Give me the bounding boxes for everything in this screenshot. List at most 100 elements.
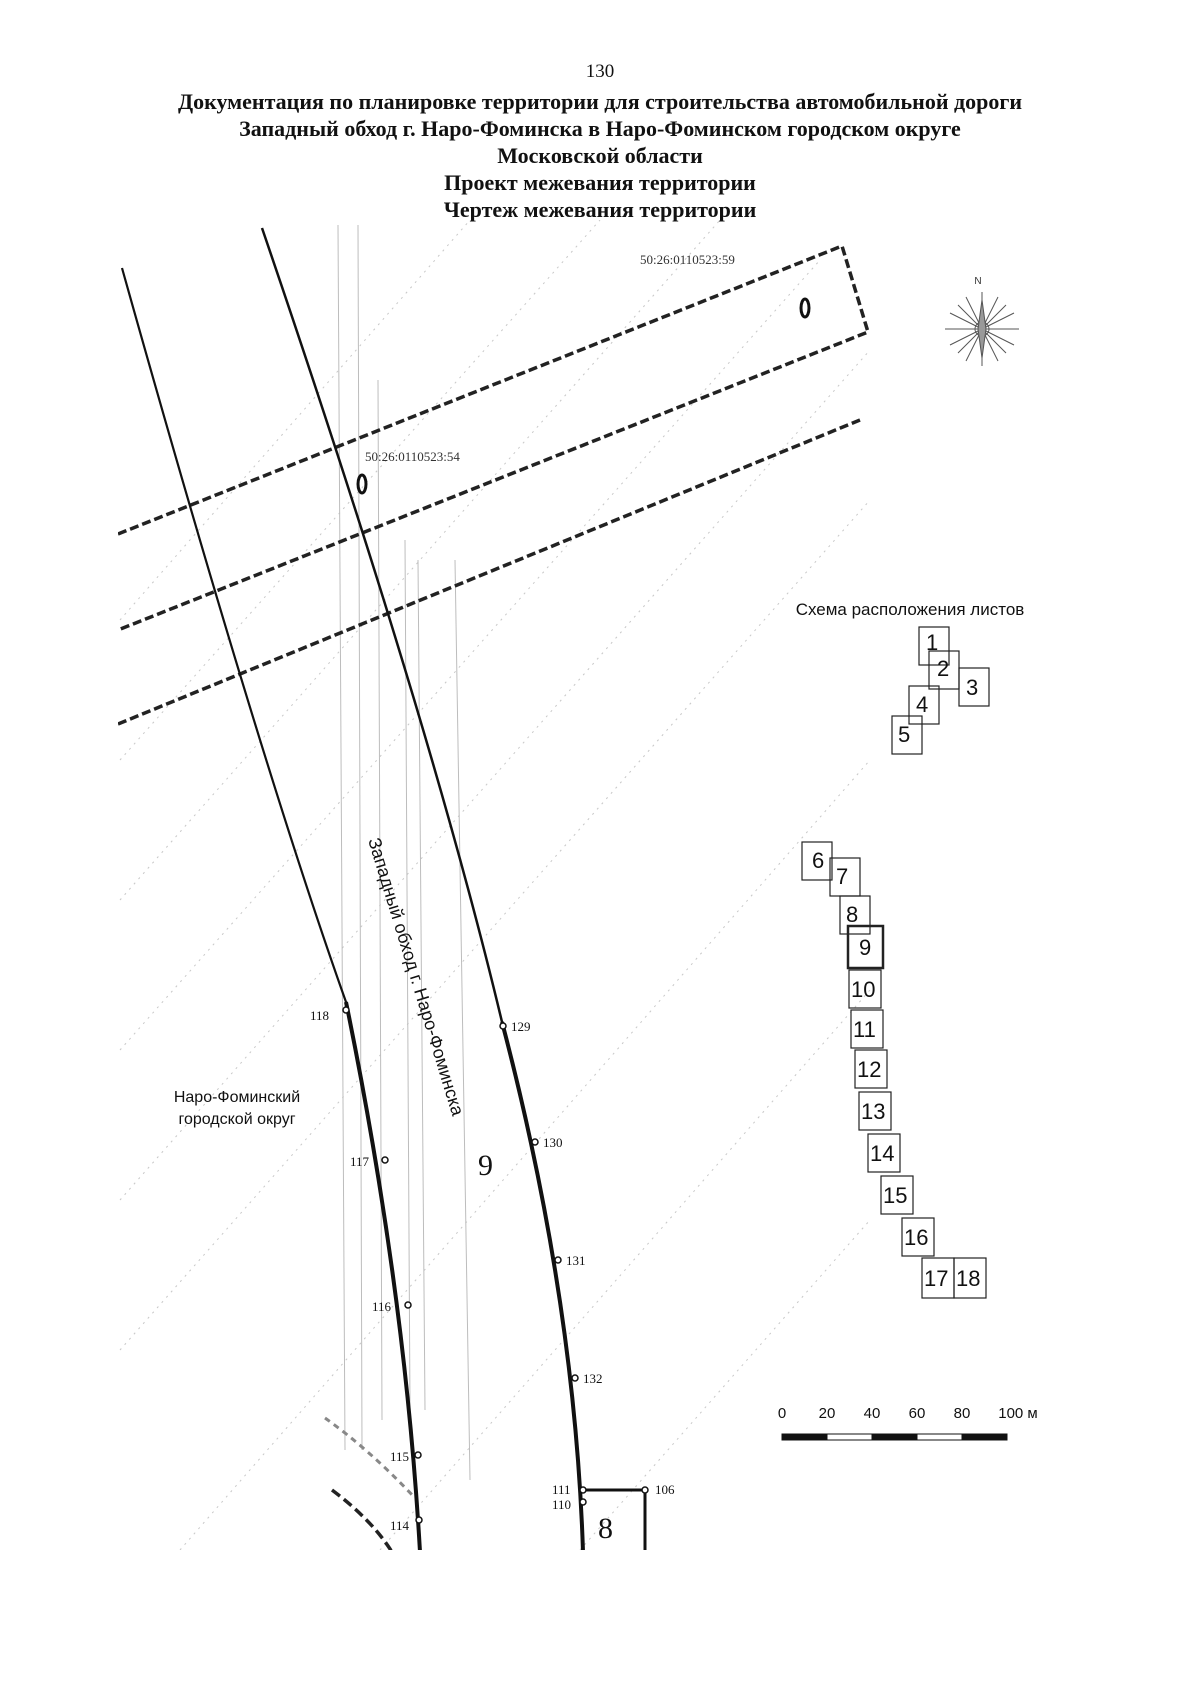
scale-bar-labels: 0 20 40 60 80 100 м: [778, 1405, 1038, 1422]
title-line-3: Московской области: [497, 143, 703, 168]
point-label: 106: [655, 1482, 675, 1497]
sheet-5: [891, 715, 923, 755]
parcel-north-marker: [799, 297, 811, 319]
background-hatching: [119, 220, 871, 1550]
sheet-8-boundary: [583, 1488, 647, 1550]
adjacent-sheet-number: 8: [598, 1512, 613, 1545]
point-label: 130: [543, 1135, 563, 1150]
title-line-5: Чертеж межевания территории: [443, 197, 757, 222]
corridor-guide-lines: [337, 224, 471, 1481]
title-line-1: Документация по планировке территории дл…: [177, 89, 1023, 114]
sheet-14: [867, 1133, 901, 1173]
sheet-number: 16: [904, 1225, 928, 1250]
scale-label: 100 м: [998, 1405, 1038, 1422]
scale-bar: [781, 1433, 1008, 1441]
current-sheet-number: 9: [478, 1149, 493, 1182]
point-label: 114: [390, 1518, 410, 1533]
left-boundary-points: 118 117 116 115 114: [310, 1006, 423, 1533]
boundary-point: [414, 1451, 422, 1459]
point-label: 131: [566, 1253, 586, 1268]
scale-label: 20: [819, 1405, 836, 1422]
right-outer-line: [260, 227, 585, 1550]
parcel-south-label: 50:26:0110523:54: [365, 449, 460, 464]
boundary-point: [571, 1374, 579, 1382]
sheet-10: [848, 969, 882, 1009]
sheet-number: 13: [861, 1099, 885, 1124]
existing-boundary-fragment: [324, 1416, 417, 1500]
scale-label: 40: [864, 1405, 881, 1422]
page-number: 130: [585, 61, 615, 82]
existing-road-fragment: [330, 1488, 393, 1550]
sheet-number: 11: [853, 1017, 876, 1042]
point-label: 110: [552, 1497, 571, 1512]
sheet-number: 15: [883, 1183, 907, 1208]
sheet-number: 14: [870, 1141, 894, 1166]
compass-rose-icon: N: [945, 276, 1019, 366]
sheet-1: [918, 626, 950, 666]
point-label: 111: [552, 1482, 571, 1497]
sheet-number: 2: [937, 656, 949, 681]
parcel-north-boundary: [118, 243, 871, 632]
sheet-number: 4: [916, 692, 928, 717]
sheet-layout-title: Схема расположения листов: [796, 600, 1025, 619]
sheet-number: 17: [924, 1266, 948, 1291]
title-line-2: Западный обход г. Наро-Фоминска в Наро-Ф…: [239, 116, 961, 141]
sheet-13: [858, 1091, 892, 1131]
sheet-12: [854, 1049, 888, 1089]
sheet-4: [908, 685, 940, 725]
boundary-point: [499, 1022, 507, 1030]
boundary-point: [381, 1156, 389, 1164]
sheet-15: [880, 1175, 914, 1215]
sheet-9: [846, 924, 885, 970]
sheet-number: 18: [956, 1266, 980, 1291]
sheet-number: 10: [851, 977, 875, 1002]
compass-north-label: N: [974, 276, 981, 287]
boundary-point: [641, 1486, 649, 1494]
sheet-number: 12: [857, 1057, 881, 1082]
scale-label: 0: [778, 1405, 786, 1422]
map-area: [118, 220, 871, 1550]
parcel-south-marker: [356, 473, 368, 495]
sheet-3: [958, 667, 990, 707]
sheet-16: [901, 1217, 935, 1257]
boundary-point: [531, 1138, 539, 1146]
sheet-number: 9: [859, 935, 871, 960]
sheet-18: [953, 1257, 987, 1299]
point-label: 117: [350, 1154, 370, 1169]
boundary-point: [404, 1301, 412, 1309]
point-label: 115: [390, 1449, 409, 1464]
left-boundary-line: [344, 1001, 422, 1550]
point-label: 129: [511, 1019, 531, 1034]
point-label: 132: [583, 1371, 603, 1386]
sheet-number: 5: [898, 722, 910, 747]
scale-label: 60: [909, 1405, 926, 1422]
sheet-8: [839, 895, 871, 935]
sheet-layout-schema: [801, 626, 990, 1299]
scale-label: 80: [954, 1405, 971, 1422]
document-header: 130 Документация по планировке территори…: [0, 60, 1200, 223]
road-label: Западный обход г. Наро-Фоминска: [364, 835, 468, 1119]
point-label: 116: [372, 1299, 392, 1314]
boundary-point: [579, 1486, 587, 1494]
district-label-line-1: Наро-Фоминский: [174, 1089, 300, 1106]
parcel-north-label: 50:26:0110523:59: [640, 252, 735, 267]
district-label-line-2: городской округ: [178, 1111, 295, 1128]
sheet-number: 8: [846, 902, 858, 927]
boundary-point: [554, 1256, 562, 1264]
parcel-south-boundary: [118, 418, 861, 726]
point-label: 118: [310, 1008, 329, 1023]
sheet-number: 6: [812, 848, 824, 873]
sheet-layout-numbers: 1 2 3 4 5 6 7 8 9 10 11 12 13 14 15 16 1…: [812, 630, 980, 1291]
sheet-number: 1: [926, 630, 938, 655]
boundary-point: [342, 1006, 350, 1014]
boundary-point: [579, 1498, 587, 1506]
sheet-number: 7: [836, 864, 848, 889]
title-line-4: Проект межевания территории: [444, 170, 756, 195]
boundary-point: [415, 1516, 423, 1524]
sheet-11: [850, 1009, 884, 1049]
right-boundary-points: 129 130 131 132 111 110 106: [499, 1019, 675, 1512]
right-boundary-line: [500, 1021, 585, 1550]
sheet-6: [801, 841, 833, 881]
